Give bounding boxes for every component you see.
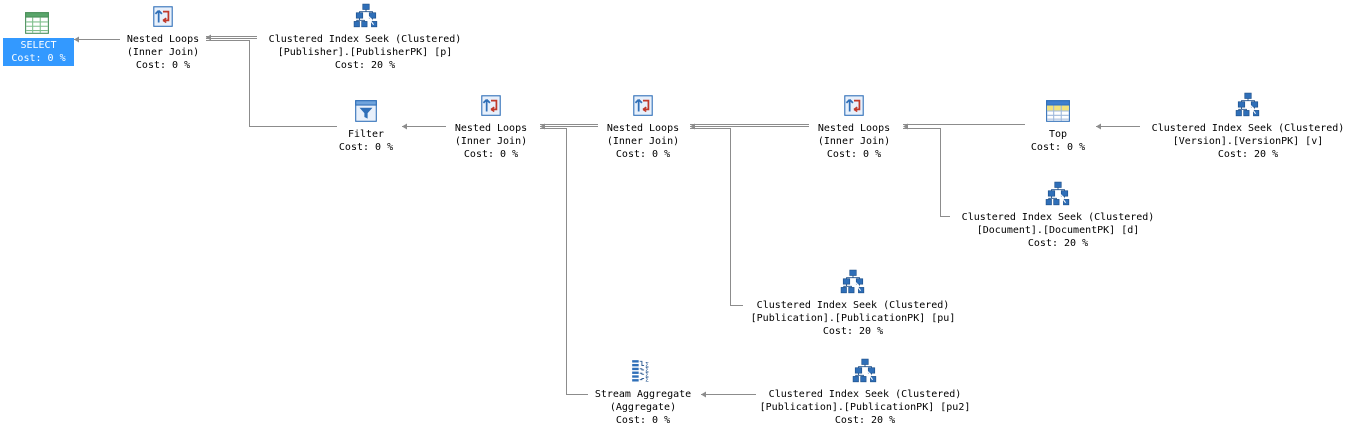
index-seek-publication-cost: Cost: 20 % (822, 326, 884, 337)
filter-node-cost: Cost: 0 % (338, 142, 394, 153)
index-seek-publication-title: Clustered Index Seek (Clustered) (756, 300, 950, 311)
stream-aggregate-subtitle: (Aggregate) (609, 402, 677, 413)
filter-node-title: Filter (347, 129, 385, 140)
edge-stream-aggregate-nl2 (540, 128, 588, 395)
clustered-index-seek-icon (1045, 181, 1071, 207)
nested-loops-node-3-cost: Cost: 0 % (615, 149, 671, 160)
clustered-index-seek-icon (353, 3, 379, 29)
nested-loops-node-1-title: Nested Loops (126, 34, 200, 45)
index-seek-publication2-title: Clustered Index Seek (Clustered) (768, 389, 962, 400)
nested-loops-node-4-title: Nested Loops (817, 123, 891, 134)
clustered-index-seek-icon (1235, 92, 1261, 118)
index-seek-document-title: Clustered Index Seek (Clustered) (961, 212, 1155, 223)
stream-aggregate-cost: Cost: 0 % (615, 415, 671, 426)
nested-loops-node-1-cost: Cost: 0 % (135, 60, 191, 71)
index-seek-document-object: [Document].[DocumentPK] [d] (976, 225, 1140, 236)
nested-loops-icon (478, 92, 504, 118)
select-node-title: SELECT (20, 40, 57, 51)
top-node-title: Top (1048, 129, 1068, 140)
clustered-index-seek-icon (840, 269, 866, 295)
nested-loops-node-3-title: Nested Loops (606, 123, 680, 134)
nested-loops-node-2-cost: Cost: 0 % (463, 149, 519, 160)
edge-seek-document-nl4 (903, 128, 950, 217)
index-seek-publication-object: [Publication].[PublicationPK] [pu] (750, 313, 956, 324)
stream-aggregate-icon (630, 358, 656, 384)
select-result-icon (24, 10, 50, 36)
nested-loops-node-2-title: Nested Loops (454, 123, 528, 134)
select-node-cost: Cost: 0 % (11, 53, 66, 64)
nested-loops-icon (841, 92, 867, 118)
nested-loops-node-1-subtitle: (Inner Join) (126, 47, 200, 58)
nested-loops-icon (630, 92, 656, 118)
edge-seek-publication-nl3 (690, 128, 743, 306)
index-seek-publication2-object: [Publication].[PublicationPK] [pu2] (759, 402, 971, 413)
index-seek-version-title: Clustered Index Seek (Clustered) (1151, 123, 1345, 134)
index-seek-version-cost: Cost: 20 % (1217, 149, 1279, 160)
index-seek-document-cost: Cost: 20 % (1027, 238, 1089, 249)
index-seek-publication2-cost: Cost: 20 % (834, 415, 896, 426)
clustered-index-seek-icon (852, 358, 878, 384)
nested-loops-node-4-cost: Cost: 0 % (826, 149, 882, 160)
index-seek-publisher-cost: Cost: 20 % (334, 60, 396, 71)
top-node-cost: Cost: 0 % (1030, 142, 1086, 153)
index-seek-publisher-object: [Publisher].[PublisherPK] [p] (277, 47, 453, 58)
index-seek-version-object: [Version].[VersionPK] [v] (1172, 136, 1324, 147)
nested-loops-node-2-subtitle: (Inner Join) (454, 136, 528, 147)
nested-loops-node-3-subtitle: (Inner Join) (606, 136, 680, 147)
stream-aggregate-title: Stream Aggregate (594, 389, 692, 400)
nested-loops-icon (150, 3, 176, 29)
top-icon (1045, 98, 1071, 124)
index-seek-publisher-title: Clustered Index Seek (Clustered) (268, 34, 462, 45)
filter-icon (353, 98, 379, 124)
nested-loops-node-4-subtitle: (Inner Join) (817, 136, 891, 147)
